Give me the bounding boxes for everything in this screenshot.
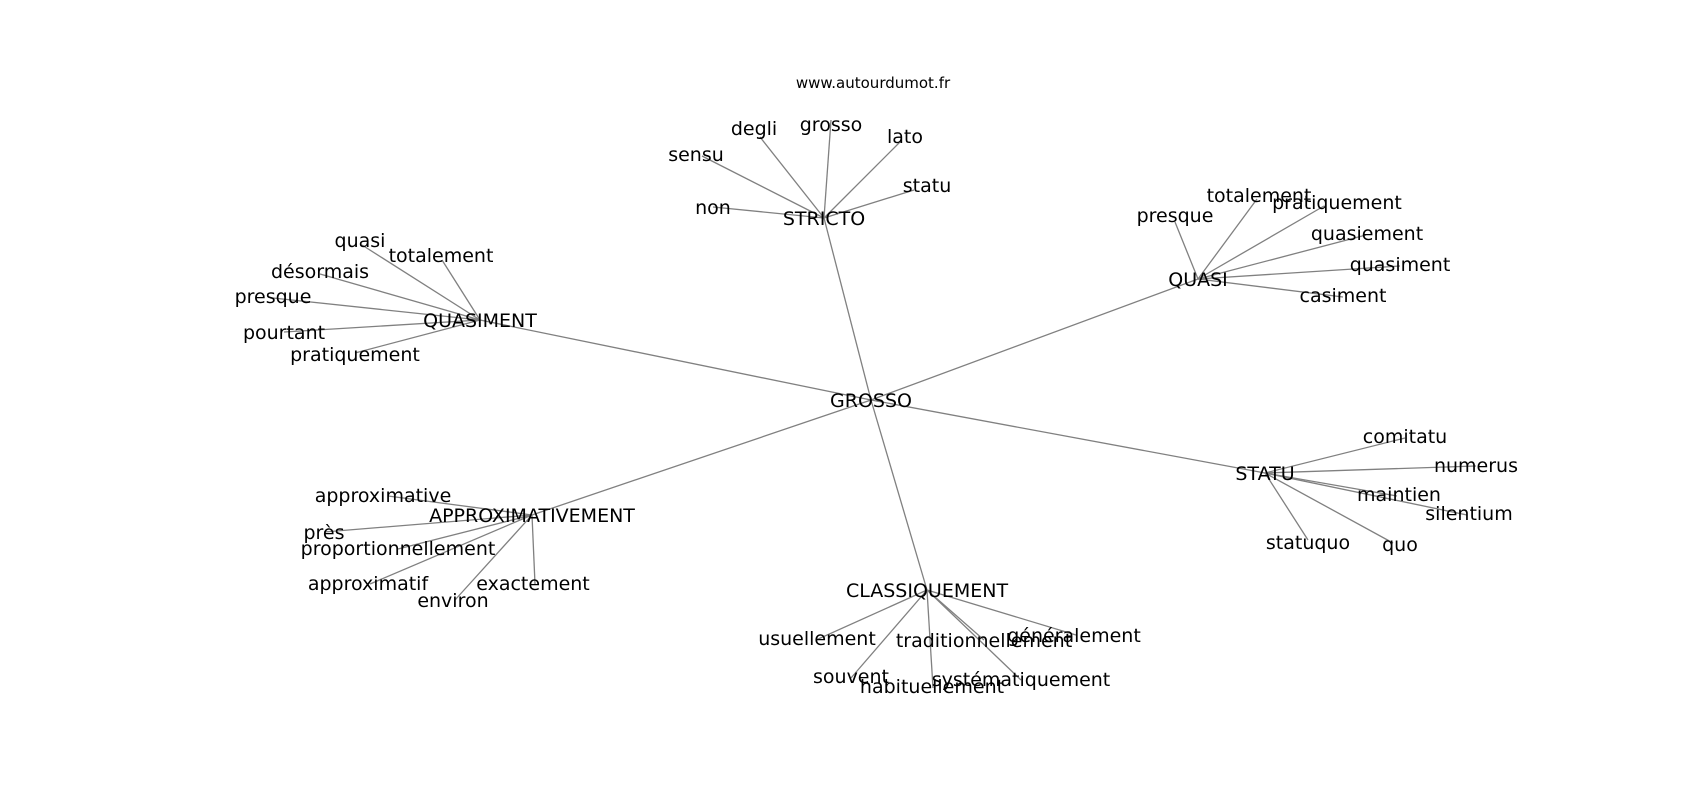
edge-grosso-quasiment	[479, 319, 872, 401]
leaf-node: quasi	[335, 230, 386, 252]
leaf-node: totalement	[389, 245, 494, 267]
edge-quasiment-quasi	[361, 244, 481, 321]
leaf-node: systématiquement	[932, 669, 1111, 691]
edge-stricto-lato	[823, 140, 902, 219]
leaf-node: statu	[903, 175, 951, 197]
edge-classiq-systematiquement	[926, 589, 1022, 681]
leaf-node: usuellement	[758, 628, 876, 650]
edge-approx-proportionnellement	[397, 514, 533, 550]
leaf-node: grosso	[800, 114, 863, 136]
edge-grosso-approximativement	[531, 399, 872, 516]
leaf-node: pratiquement	[290, 344, 420, 366]
edge-statu-comitatu	[1264, 437, 1406, 474]
edge-quasiment-totalement	[441, 259, 481, 321]
hub-node-quasi: QUASI	[1168, 269, 1228, 291]
edge-approx-approximatif	[369, 514, 533, 585]
edge-classiq-usuellement	[815, 589, 928, 641]
leaf-node: quasiement	[1311, 223, 1423, 245]
leaf-node: sensu	[668, 144, 724, 166]
edge-approx-approximative	[387, 495, 533, 516]
edge-stricto-degli	[759, 136, 825, 219]
leaf-node: presque	[235, 286, 312, 308]
edge-stricto-grosso	[823, 119, 832, 219]
leaf-node: numerus	[1434, 455, 1518, 477]
edge-grosso-statu	[870, 399, 1266, 474]
hub-edges	[479, 217, 1266, 591]
edge-classiq-habituellement	[926, 589, 934, 689]
leaf-node: environ	[417, 590, 488, 612]
leaf-node: désormais	[271, 261, 369, 283]
edge-quasiment-desormais	[319, 273, 481, 321]
leaf-edges-quasi	[1174, 198, 1401, 298]
edge-statu-statuquo	[1264, 472, 1309, 541]
edge-quasi-casiment	[1197, 278, 1344, 298]
edge-grosso-stricto	[823, 217, 872, 401]
hub-node-statu: STATU	[1235, 463, 1294, 485]
leaf-node: proportionnellement	[301, 538, 496, 560]
leaf-node: quo	[1382, 534, 1418, 556]
leaf-node: généralement	[1007, 625, 1141, 647]
edge-quasi-presque	[1174, 221, 1199, 280]
edge-approx-environ	[454, 514, 533, 601]
leaf-node: maintien	[1357, 484, 1441, 506]
leaf-node: pourtant	[243, 322, 325, 344]
leaf-node: silentium	[1425, 503, 1512, 525]
edge-stricto-sensu	[701, 155, 825, 219]
edge-stricto-non	[712, 206, 825, 219]
leaf-node: souvent	[813, 666, 889, 688]
center-node-grosso: GROSSO	[830, 390, 912, 412]
edge-quasiment-presque	[272, 297, 481, 321]
leaf-node: approximative	[315, 485, 452, 507]
leaf-node: quasiment	[1350, 254, 1451, 276]
leaf-node: totalement	[1207, 185, 1312, 207]
leaf-node: approximatif	[308, 573, 430, 595]
hub-node-stricto: STRICTO	[783, 208, 865, 230]
leaf-edges-statu	[1264, 437, 1477, 544]
leaf-edges-classiquement	[815, 589, 1077, 689]
leaf-node: comitatu	[1363, 426, 1447, 448]
edge-classiq-souvent	[850, 589, 928, 679]
edge-statu-maintien	[1264, 472, 1398, 497]
leaf-node: près	[303, 522, 344, 544]
leaf-edges-approximativement	[323, 495, 536, 601]
leaf-node: presque	[1137, 205, 1214, 227]
leaf-node: statuquo	[1266, 532, 1350, 554]
edge-quasi-quasiement	[1197, 234, 1367, 280]
hub-node-approximativement: APPROXIMATIVEMENT	[429, 505, 635, 527]
leaf-node: pratiquement	[1272, 192, 1402, 214]
leaf-edges-stricto	[701, 119, 915, 219]
site-url: www.autourdumot.fr	[796, 74, 951, 92]
edge-statu-quo	[1264, 472, 1394, 544]
edge-statu-numerus	[1264, 465, 1477, 474]
leaf-node: exactement	[476, 573, 590, 595]
hub-node-classiquement: CLASSIQUEMENT	[846, 580, 1008, 602]
edge-quasi-pratiquement	[1197, 205, 1325, 280]
edge-quasi-totalement	[1197, 198, 1258, 280]
edge-classiq-generalement	[926, 589, 1077, 636]
edge-stricto-statu	[823, 189, 915, 219]
leaf-node: traditionnellement	[896, 630, 1072, 652]
edge-approx-pres	[323, 514, 533, 533]
leaf-node: non	[695, 197, 731, 219]
edge-grosso-quasi	[870, 278, 1199, 401]
edge-quasiment-pratiquement	[354, 319, 481, 354]
edge-quasi-quasiment	[1197, 265, 1401, 280]
edge-quasiment-pourtant	[283, 319, 481, 333]
leaf-node: degli	[731, 118, 777, 140]
leaf-node: casiment	[1300, 285, 1387, 307]
edge-approx-exactement	[531, 514, 536, 585]
leaf-node: habituellement	[860, 676, 1004, 698]
leaf-node: lato	[887, 126, 923, 148]
hub-node-quasiment: QUASIMENT	[423, 310, 537, 332]
edge-statu-silentium	[1264, 472, 1468, 516]
leaf-edges-quasiment	[272, 244, 481, 354]
edge-grosso-classiquement	[870, 399, 928, 591]
